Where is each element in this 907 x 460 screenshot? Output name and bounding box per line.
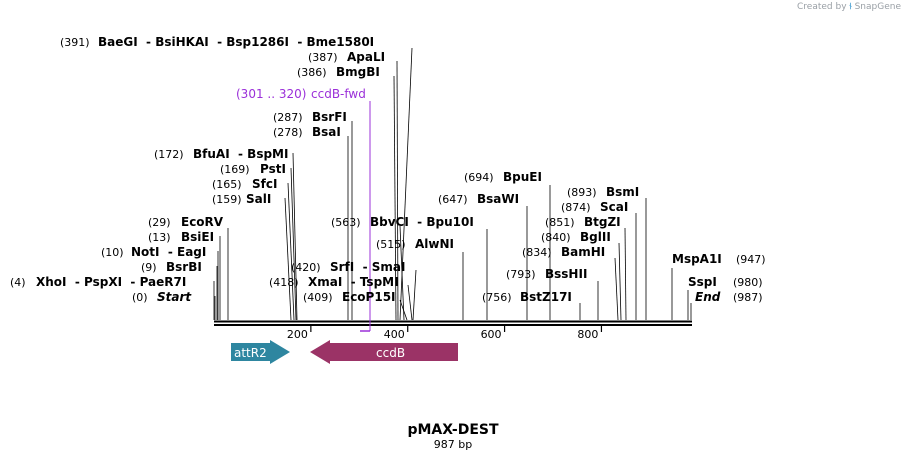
site-name: SspI bbox=[688, 275, 717, 289]
site-pos: (893) bbox=[567, 186, 597, 199]
site-name: AlwNI bbox=[415, 237, 454, 251]
map-title: pMAX-DEST bbox=[407, 422, 499, 438]
primer-ccdb-fwd: (301 .. 320) ccdB-fwd bbox=[236, 87, 371, 332]
site-name: PstI bbox=[260, 162, 286, 176]
site-name: MspA1I bbox=[672, 252, 722, 266]
site-pos: (9) bbox=[141, 261, 157, 274]
credit-brand: SnapGene bbox=[854, 2, 901, 12]
site-pos: (563) bbox=[331, 216, 361, 229]
site-name: BpuEI bbox=[503, 170, 542, 184]
site-pos: (278) bbox=[273, 126, 303, 139]
site-name: Start bbox=[157, 290, 192, 304]
site-name: BbvCI - Bpu10I bbox=[370, 215, 474, 229]
dna-backbone bbox=[214, 320, 692, 326]
site-name: ScaI bbox=[600, 200, 628, 214]
site-pos: (834) bbox=[522, 246, 552, 259]
site-pos: (0) bbox=[132, 291, 148, 304]
site-name: XmaI - TspMI bbox=[308, 275, 399, 289]
site-name: BsaI bbox=[312, 125, 341, 139]
primer-range: (301 .. 320) bbox=[236, 87, 306, 101]
site-name: BaeGI - BsiHKAI - Bsp1286I - Bme1580I bbox=[98, 35, 374, 49]
site-pos: (874) bbox=[561, 201, 591, 214]
axis-tick-label: 400 bbox=[384, 328, 405, 341]
site-pos: (420) bbox=[291, 261, 321, 274]
site-name: SalI bbox=[246, 192, 271, 206]
site-pos: (172) bbox=[154, 148, 184, 161]
site-name: SfcI bbox=[252, 177, 277, 191]
site-pos: (515) bbox=[376, 238, 406, 251]
site-pos: (13) bbox=[148, 231, 171, 244]
site-pos: (756) bbox=[482, 291, 512, 304]
primer-name: ccdB-fwd bbox=[311, 87, 366, 101]
feature-attr2: attR2 bbox=[231, 340, 290, 364]
site-pos: (387) bbox=[308, 51, 338, 64]
site-pos: (694) bbox=[464, 171, 494, 184]
site-name: BamHI bbox=[561, 245, 605, 259]
site-name: BstZ17I bbox=[520, 290, 572, 304]
site-name: BfuAI - BspMI bbox=[193, 147, 288, 161]
site-pos: (169) bbox=[220, 163, 250, 176]
site-name: BmgBI bbox=[336, 65, 380, 79]
site-name: NotI - EagI bbox=[131, 245, 206, 259]
site-name: BglII bbox=[580, 230, 611, 244]
site-name: BsrFI bbox=[312, 110, 347, 124]
axis-tick-label: 200 bbox=[287, 328, 308, 341]
feature-ccdb-label: ccdB bbox=[376, 346, 405, 360]
snapgene-logo-icon: ⫮ bbox=[849, 2, 852, 12]
snapgene-credit: Created by ⫮ SnapGene bbox=[797, 2, 901, 12]
map-length: 987 bp bbox=[434, 438, 472, 451]
site-name: BsiEI bbox=[181, 230, 214, 244]
site-pos: (4) bbox=[10, 276, 26, 289]
site-pos: (29) bbox=[148, 216, 171, 229]
site-pos: (10) bbox=[101, 246, 124, 259]
site-pos: (386) bbox=[297, 66, 327, 79]
feature-ccdb: ccdB bbox=[310, 340, 458, 364]
site-name: ApaLI bbox=[347, 50, 385, 64]
site-name: SrfI - SmaI bbox=[330, 260, 405, 274]
site-pos: (647) bbox=[438, 193, 468, 206]
site-pos: (793) bbox=[506, 268, 536, 281]
site-pos: (418) bbox=[269, 276, 299, 289]
feature-attr2-label: attR2 bbox=[234, 346, 267, 360]
site-pos: (947) bbox=[736, 253, 766, 266]
position-axis: 200 400 600 800 bbox=[287, 326, 603, 341]
site-pos: (165) bbox=[212, 178, 242, 191]
site-pos: (980) bbox=[733, 276, 763, 289]
cut-site-labels: (0) Start (4) XhoI - PspXI - PaeR7I (9) … bbox=[10, 35, 766, 304]
site-pos: (287) bbox=[273, 111, 303, 124]
site-name: XhoI - PspXI - PaeR7I bbox=[36, 275, 186, 289]
cut-site-lines bbox=[213, 47, 692, 321]
credit-prefix: Created by bbox=[797, 2, 847, 12]
site-name: End bbox=[695, 290, 721, 304]
site-name: BsmI bbox=[606, 185, 639, 199]
site-pos: (391) bbox=[60, 36, 90, 49]
site-name: BssHII bbox=[545, 267, 587, 281]
site-name: EcoRV bbox=[181, 215, 224, 229]
site-pos: (987) bbox=[733, 291, 763, 304]
axis-tick-label: 600 bbox=[481, 328, 502, 341]
site-pos: (409) bbox=[303, 291, 333, 304]
site-pos: (159) bbox=[212, 193, 242, 206]
site-pos: (840) bbox=[541, 231, 571, 244]
site-name: BsrBI bbox=[166, 260, 202, 274]
site-name: BtgZI bbox=[584, 215, 621, 229]
axis-tick-label: 800 bbox=[577, 328, 598, 341]
site-name: BsaWI bbox=[477, 192, 519, 206]
site-name: EcoP15I bbox=[342, 290, 396, 304]
site-pos: (851) bbox=[545, 216, 575, 229]
